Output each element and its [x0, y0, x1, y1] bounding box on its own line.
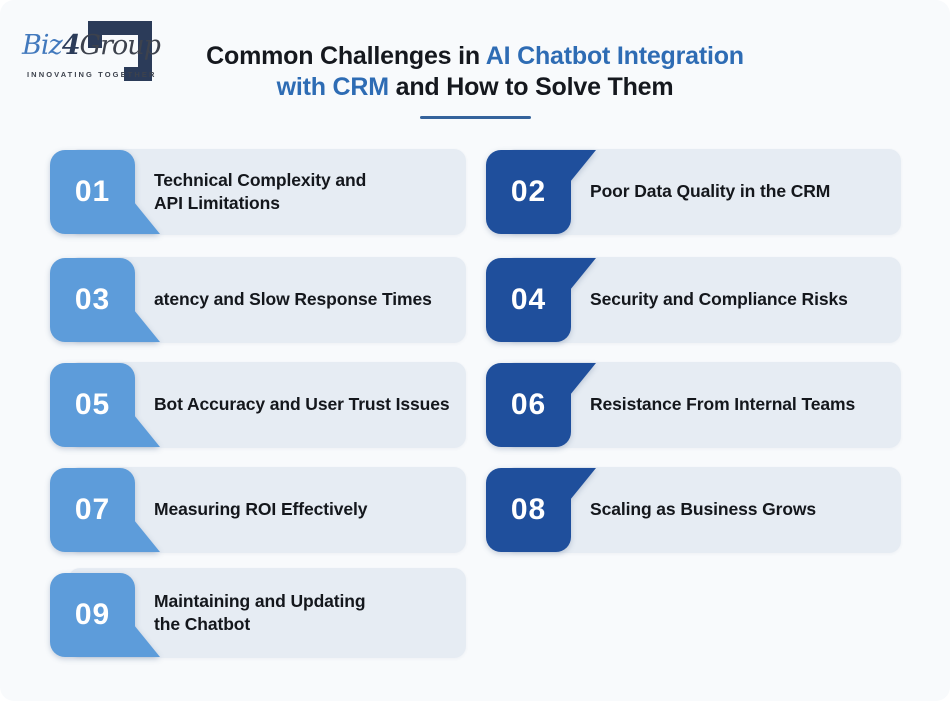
card-number-badge: 01	[50, 150, 160, 234]
card-number-badge: 08	[486, 468, 596, 552]
card-number-badge: 02	[486, 150, 596, 234]
logo-wordmark: Biz4Group	[22, 30, 161, 61]
badge-body	[486, 468, 571, 552]
logo-tagline: INNOVATING TOGETHER	[27, 70, 157, 79]
logo-word-group: Group	[79, 30, 161, 61]
badge-body	[486, 258, 571, 342]
brand-logo: Biz4Group INNOVATING TOGETHER	[22, 18, 182, 92]
card-number-badge: 06	[486, 363, 596, 447]
title-text-dark-1: Common Challenges in	[206, 42, 486, 70]
challenge-card-09: 09 Maintaining and Updating the Chatbot	[50, 568, 466, 658]
card-number-badge: 03	[50, 258, 160, 342]
title-line-2: with CRM and How to Solve Them	[0, 72, 950, 103]
badge-body	[50, 573, 135, 657]
title-text-dark-2: and How to Solve Them	[388, 73, 674, 101]
logo-word-biz: Biz	[22, 30, 63, 61]
challenge-card-05: 05 Bot Accuracy and User Trust Issues	[50, 362, 466, 448]
page-title: Common Challenges in AI Chatbot Integrat…	[0, 41, 950, 119]
card-title: Technical Complexity and API Limitations	[154, 169, 367, 213]
card-number: 02	[510, 175, 547, 208]
card-number-badge: 04	[486, 258, 596, 342]
card-number: 08	[510, 493, 547, 526]
badge-body	[486, 363, 571, 447]
title-underline	[419, 116, 531, 119]
badge-body	[486, 150, 571, 234]
card-title: Security and Compliance Risks	[590, 289, 848, 310]
challenge-card-06: 06 Resistance From Internal Teams	[486, 362, 901, 448]
challenge-card-08: 08 Scaling as Business Grows	[486, 467, 901, 553]
card-title: Resistance From Internal Teams	[590, 394, 856, 415]
challenge-card-03: 03 atency and Slow Response Times	[50, 257, 466, 343]
challenge-card-04: 04 Security and Compliance Risks	[486, 257, 901, 343]
card-title: Bot Accuracy and User Trust Issues	[154, 394, 450, 415]
badge-body	[50, 363, 135, 447]
challenge-card-02: 02 Poor Data Quality in the CRM	[486, 149, 901, 235]
card-number: 05	[74, 388, 111, 421]
logo-word-4: 4	[61, 30, 81, 61]
card-title: Scaling as Business Grows	[590, 499, 817, 520]
badge-body	[50, 150, 135, 234]
card-number: 03	[74, 283, 111, 316]
card-title: Maintaining and Updating the Chatbot	[154, 590, 366, 634]
card-title: Poor Data Quality in the CRM	[590, 181, 831, 202]
challenge-card-01: 01 Technical Complexity and API Limitati…	[50, 149, 466, 235]
logo-bracket-icon	[88, 21, 152, 81]
card-number: 09	[74, 598, 111, 631]
title-line-1: Common Challenges in AI Chatbot Integrat…	[0, 41, 950, 72]
card-number: 07	[74, 493, 111, 526]
card-number-badge: 07	[50, 468, 160, 552]
card-title: Measuring ROI Effectively	[154, 499, 368, 520]
card-number: 06	[510, 388, 547, 421]
title-text-blue-2: with CRM	[276, 73, 389, 101]
challenge-card-07: 07 Measuring ROI Effectively	[50, 467, 466, 553]
badge-body	[50, 468, 135, 552]
card-number: 01	[74, 175, 111, 208]
card-number: 04	[510, 283, 547, 316]
card-title: atency and Slow Response Times	[154, 289, 432, 310]
badge-body	[50, 258, 135, 342]
card-number-badge: 05	[50, 363, 160, 447]
card-number-badge: 09	[50, 573, 160, 657]
title-text-blue-1: AI Chatbot Integration	[485, 42, 744, 70]
